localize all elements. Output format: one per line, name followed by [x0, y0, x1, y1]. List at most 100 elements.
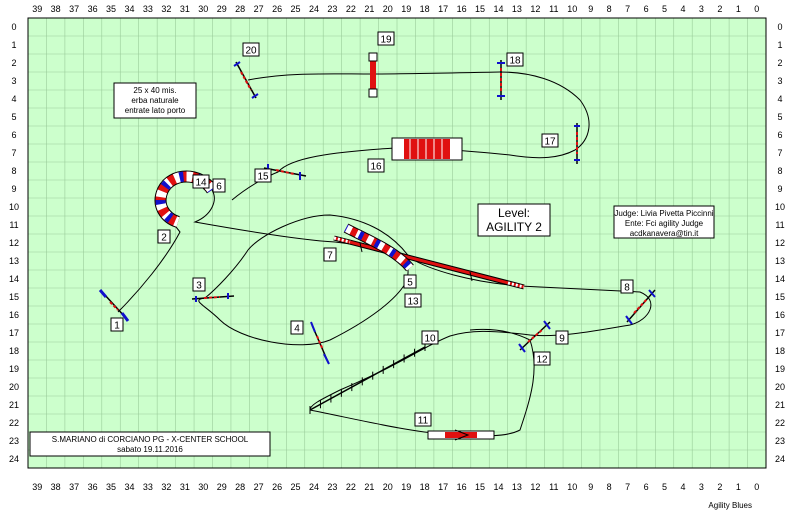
- axis-left-tick: 1: [11, 40, 16, 50]
- axis-right-tick: 24: [775, 454, 785, 464]
- judge-line-3: acdkanavera@tin.it: [630, 229, 699, 238]
- axis-top-tick: 34: [124, 4, 134, 14]
- axis-bottom-tick: 22: [346, 482, 356, 492]
- axis-bottom-tick: 38: [51, 482, 61, 492]
- axis-top-tick: 32: [161, 4, 171, 14]
- axis-bottom-tick: 39: [32, 482, 42, 492]
- obstacle-4-jump: [310, 321, 330, 365]
- axis-bottom-tick: 3: [699, 482, 704, 492]
- axis-right-tick: 15: [775, 292, 785, 302]
- axis-right-tick: 22: [775, 418, 785, 428]
- axis-top-tick: 23: [327, 4, 337, 14]
- axis-top-tick: 7: [625, 4, 630, 14]
- axis-right-tick: 12: [775, 238, 785, 248]
- obstacle-label-2: 2: [157, 229, 171, 244]
- axis-bottom-tick: 31: [180, 482, 190, 492]
- axis-right-tick: 23: [775, 436, 785, 446]
- axis-top-tick: 11: [549, 4, 558, 14]
- axis-bottom-tick: 15: [475, 482, 485, 492]
- obstacle-label-15: 15: [254, 168, 272, 183]
- axis-right-tick: 5: [777, 112, 782, 122]
- field-info-line-2: erba naturale: [131, 96, 179, 105]
- axis-top-tick: 20: [383, 4, 393, 14]
- axis-left-tick: 11: [9, 220, 18, 230]
- field-info-line-3: entrate lato porto: [125, 106, 186, 115]
- axis-top-tick: 1: [736, 4, 741, 14]
- axis-left-tick: 17: [9, 328, 19, 338]
- axis-left-tick: 4: [11, 94, 16, 104]
- svg-text:20: 20: [245, 46, 257, 57]
- axis-right-tick: 1: [777, 40, 782, 50]
- axis-left-tick: 22: [9, 418, 19, 428]
- axis-right-tick: 13: [775, 256, 785, 266]
- axis-bottom-tick: 1: [736, 482, 741, 492]
- axis-top-tick: 5: [662, 4, 667, 14]
- axis-right-tick: 9: [777, 184, 782, 194]
- axis-right-tick: 7: [777, 148, 782, 158]
- axis-bottom-tick: 4: [680, 482, 685, 492]
- svg-text:3: 3: [196, 281, 202, 292]
- axis-top-tick: 27: [254, 4, 264, 14]
- axis-top-tick: 28: [235, 4, 245, 14]
- event-box: S.MARIANO di CORCIANO PG - X-CENTER SCHO…: [29, 431, 271, 457]
- axis-left-tick: 6: [11, 130, 16, 140]
- axis-top-tick: 31: [180, 4, 190, 14]
- axis-bottom-tick: 8: [607, 482, 612, 492]
- axis-top-tick: 16: [457, 4, 467, 14]
- axis-left-tick: 21: [9, 400, 19, 410]
- axis-right-tick: 3: [777, 76, 782, 86]
- axis-top-tick: 17: [438, 4, 448, 14]
- axis-left-tick: 10: [9, 202, 19, 212]
- axis-bottom-tick: 23: [327, 482, 337, 492]
- axis-top-tick: 13: [512, 4, 522, 14]
- obstacle-label-14: 14: [192, 174, 210, 189]
- axis-left-tick: 20: [9, 382, 19, 392]
- axis-top-tick: 36: [88, 4, 98, 14]
- axis-top-tick: 39: [32, 4, 42, 14]
- axis-right-tick: 0: [777, 22, 782, 32]
- axis-bottom-tick: 18: [420, 482, 430, 492]
- axis-top-tick: 26: [272, 4, 282, 14]
- obstacle-5-tunnel: [343, 223, 414, 272]
- axis-left-tick: 16: [9, 310, 19, 320]
- axis-left-tick: 9: [11, 184, 16, 194]
- axis-top-tick: 3: [699, 4, 704, 14]
- obstacle-16-tunnel: [391, 137, 463, 161]
- axis-bottom-tick: 12: [530, 482, 540, 492]
- axis-bottom-tick: 26: [272, 482, 282, 492]
- axis-left-tick: 12: [9, 238, 19, 248]
- axis-bottom-tick: 13: [512, 482, 522, 492]
- obstacle-11-panel: [427, 429, 495, 441]
- obstacle-1-jump: [98, 289, 130, 322]
- axis-bottom-tick: 30: [198, 482, 208, 492]
- axis-top-tick: 21: [364, 4, 374, 14]
- svg-text:19: 19: [380, 35, 392, 46]
- axis-bottom-tick: 28: [235, 482, 245, 492]
- judge-line-1: Judge: Livia Pivetta Piccinni: [614, 209, 713, 218]
- svg-text:17: 17: [544, 137, 556, 148]
- axis-bottom-tick: 14: [493, 482, 503, 492]
- obstacle-label-9: 9: [555, 330, 569, 345]
- axis-top-tick: 29: [217, 4, 227, 14]
- axis-left-tick: 7: [11, 148, 16, 158]
- axis-bottom-tick: 7: [625, 482, 630, 492]
- axis-bottom-tick: 25: [291, 482, 301, 492]
- obstacle-label-7: 7: [323, 247, 337, 262]
- obstacle-label-11: 11: [414, 412, 432, 427]
- axis-bottom-tick: 21: [364, 482, 374, 492]
- axis-left-tick: 5: [11, 112, 16, 122]
- axis-left-tick: 2: [11, 58, 16, 68]
- axis-left-tick: 24: [9, 454, 19, 464]
- axis-top-tick: 4: [680, 4, 685, 14]
- obstacle-label-18: 18: [506, 52, 524, 67]
- axis-top-tick: 24: [309, 4, 319, 14]
- axis-bottom-tick: 17: [438, 482, 448, 492]
- axis-bottom-tick: 32: [161, 482, 171, 492]
- obstacle-label-6: 6: [212, 178, 226, 193]
- axis-right-tick: 2: [777, 58, 782, 68]
- svg-text:10: 10: [424, 334, 436, 345]
- svg-text:7: 7: [327, 251, 333, 262]
- axis-top-tick: 22: [346, 4, 356, 14]
